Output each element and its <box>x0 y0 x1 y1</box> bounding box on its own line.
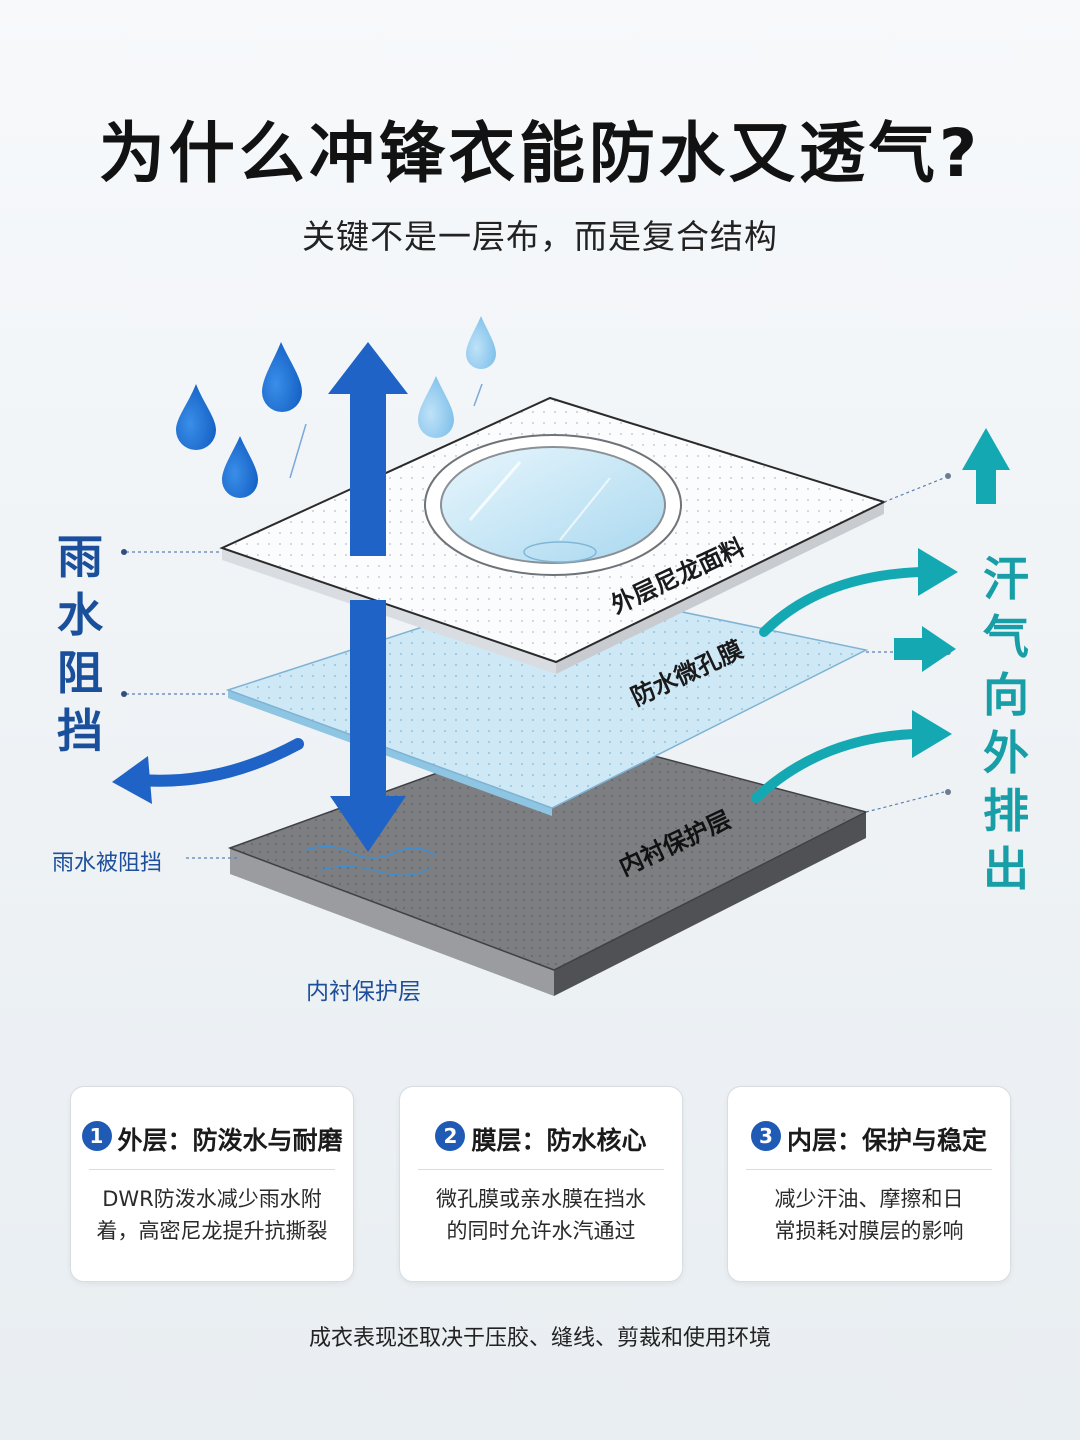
card-text-line: 减少汗油、摩擦和日 <box>774 1187 964 1211</box>
card-title: 内层：保护与稳定 <box>786 1126 987 1155</box>
vapor-arrows <box>751 428 1010 803</box>
inner-layer-caption: 内衬保护层 <box>306 979 421 1005</box>
card-text-line: 着，高密尼龙提升抗撕裂 <box>96 1219 328 1243</box>
raindrop-icon <box>176 384 216 450</box>
card-header: 3 内层：保护与稳定 <box>746 1121 992 1170</box>
card-text: DWR防泼水减少雨水附 着，高密尼龙提升抗撕裂 <box>85 1183 339 1247</box>
number-badge: 2 <box>435 1121 466 1151</box>
card-text-line: 微孔膜或亲水膜在挡水 <box>436 1187 646 1211</box>
raindrop-icon <box>222 436 258 498</box>
card-text: 减少汗油、摩擦和日 常损耗对膜层的影响 <box>742 1183 996 1247</box>
card-title: 膜层：防水核心 <box>471 1126 647 1155</box>
layer-diagram: 外层尼龙面料 防水微孔膜 内衬保护层 <box>112 316 1010 996</box>
number-badge: 1 <box>81 1121 112 1151</box>
outer-layer <box>219 396 887 674</box>
card-text-line: 常损耗对膜层的影响 <box>774 1219 964 1243</box>
deflect-arrow <box>112 738 304 804</box>
card-header: 2 膜层：防水核心 <box>418 1121 664 1170</box>
vapor-out-label: 汗气向外排出 <box>983 552 1029 896</box>
arrow-up-icon <box>962 428 1010 504</box>
info-card-outer: 1 外层：防泼水与耐磨 DWR防泼水减少雨水附 着，高密尼龙提升抗撕裂 <box>70 1086 354 1282</box>
raindrop-icon <box>418 376 454 438</box>
raindrop-icon <box>262 342 302 412</box>
page-title: 为什么冲锋衣能防水又透气? <box>98 115 982 192</box>
ripple-mark <box>305 845 437 859</box>
rain-blocked-label: 雨水被阻挡 <box>52 851 163 876</box>
raindrop-icon <box>466 316 496 369</box>
number-badge: 3 <box>750 1121 781 1151</box>
raindrops <box>176 316 496 498</box>
double-arrow <box>328 342 408 852</box>
card-text-line: 的同时允许水汽通过 <box>446 1219 636 1243</box>
rain-block-label: 雨水阻挡 <box>57 530 103 758</box>
card-text-line: DWR防泼水减少雨水附 <box>102 1187 322 1211</box>
card-text: 微孔膜或亲水膜在挡水 的同时允许水汽通过 <box>414 1183 668 1247</box>
info-card-inner: 3 内层：保护与稳定 减少汗油、摩擦和日 常损耗对膜层的影响 <box>727 1086 1011 1282</box>
footer-note: 成衣表现还取决于压胶、缝线、剪裁和使用环境 <box>308 1326 771 1351</box>
info-card-membrane: 2 膜层：防水核心 微孔膜或亲水膜在挡水 的同时允许水汽通过 <box>399 1086 683 1282</box>
page-subtitle: 关键不是一层布，而是复合结构 <box>302 217 778 256</box>
card-title: 外层：防泼水与耐磨 <box>117 1126 343 1155</box>
card-header: 1 外层：防泼水与耐磨 <box>81 1121 343 1170</box>
